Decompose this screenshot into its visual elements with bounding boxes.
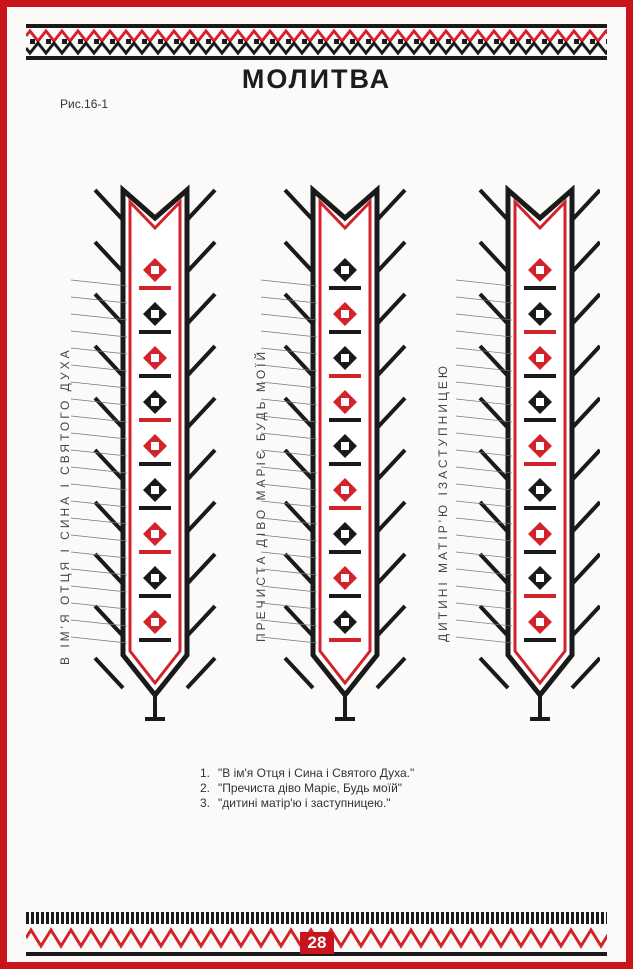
caption-item: 2."Пречиста діво Маріє, Будь моїй" <box>200 781 414 796</box>
caption-item: 3."дитині матір'ю і заступницею." <box>200 796 414 811</box>
ribbon-3 <box>456 190 600 719</box>
top-ornament-band <box>26 22 607 62</box>
figure-reference: Рис.16-1 <box>60 97 108 111</box>
ribbon-2 <box>261 190 405 719</box>
ribbon-1-label: В ІМ'Я ОТЦЯ І СИНА І СВЯТОГО ДУХА <box>58 347 72 665</box>
ribbon-2-label: ПРЕЧИСТА ДІВО МАРІЄ БУДЬ МОЇЙ <box>254 349 268 642</box>
ribbon-3-label: ДИТИНІ МАТІР'Ю ІЗАСТУПНИЦЕЮ <box>436 363 450 642</box>
caption-item: 1."В ім'я Отця і Сина і Святого Духа." <box>200 766 414 781</box>
embroidery-ribbons <box>40 150 600 730</box>
ribbon-1 <box>71 190 215 719</box>
page-title: МОЛИТВА <box>0 64 633 95</box>
page-number: 28 <box>300 932 334 954</box>
caption-list: 1."В ім'я Отця і Сина і Святого Духа." 2… <box>200 766 414 811</box>
